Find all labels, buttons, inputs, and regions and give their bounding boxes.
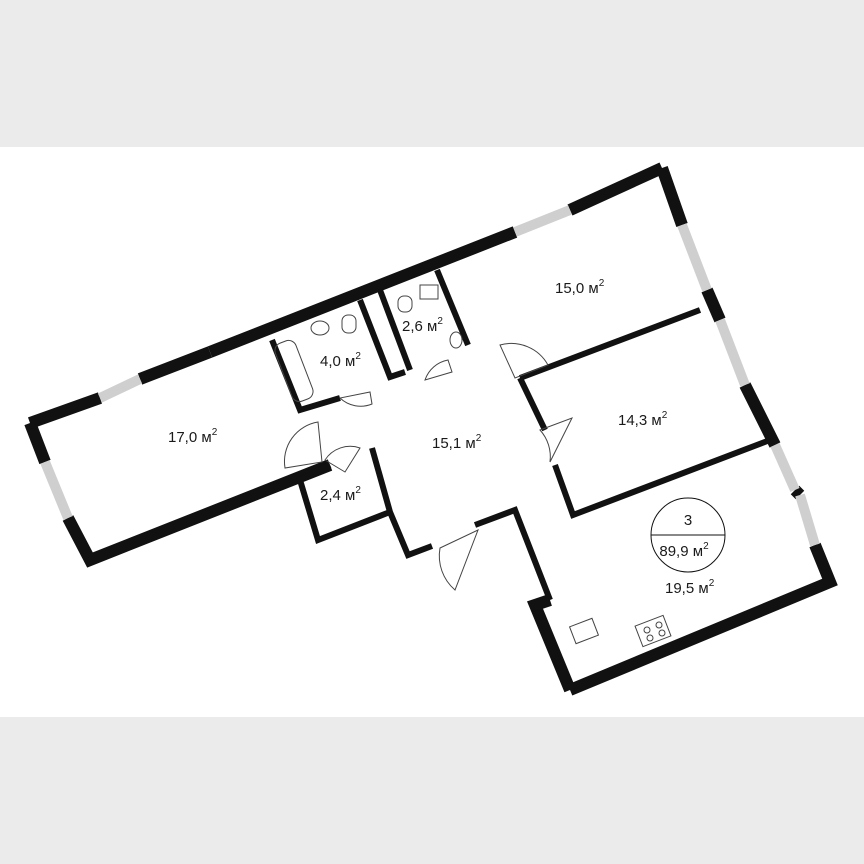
- wall-right-mid2: [739, 382, 781, 448]
- wall-top-mid-left: [137, 346, 213, 385]
- wall-left-lower: [62, 459, 333, 568]
- room-area-bedroom-top: 15,0 м2: [555, 278, 605, 297]
- wall-bedroom-mid-left: [517, 376, 548, 432]
- wc-sink-icon: [449, 331, 463, 349]
- window-right-3: [770, 442, 800, 493]
- wall-top-left: [27, 392, 103, 429]
- wall-top-long: [207, 226, 518, 358]
- wall-wc-left: [377, 288, 413, 372]
- stove-burner-icon: [655, 621, 663, 629]
- door-storage: [324, 445, 361, 473]
- door-wc: [424, 359, 453, 381]
- floor-plan: 17,0 м2 4,0 м2 2,6 м2 15,0 м2 15,1 м2 14…: [24, 162, 838, 696]
- wall-bath-right: [357, 298, 406, 381]
- wall-living-inner: [296, 462, 392, 544]
- wall-hall-bottom: [473, 506, 553, 602]
- doors: [283, 342, 574, 591]
- room-area-wc: 2,6 м2: [402, 316, 443, 335]
- stove-icon: [634, 614, 672, 648]
- window-top-right: [513, 205, 572, 237]
- interior-walls: [269, 268, 772, 671]
- wall-kitchen-left: [537, 609, 563, 671]
- wall-bedroom-mid-lower: [552, 437, 772, 519]
- wc-shelf-icon: [419, 284, 439, 300]
- room-area-bedroom-mid: 14,3 м2: [618, 410, 668, 429]
- rooms-count: 3: [684, 512, 692, 529]
- room-area-hall: 15,1 м2: [432, 433, 482, 452]
- window-right-1: [677, 223, 712, 292]
- room-area-storage: 2,4 м2: [320, 485, 361, 504]
- wall-top-right: [567, 162, 665, 216]
- wall-right-bottom: [567, 542, 838, 696]
- door-entrance: [438, 529, 479, 591]
- door-bedroom-top: [499, 342, 549, 379]
- window-right-2: [715, 318, 750, 387]
- exterior-walls: [24, 162, 838, 696]
- window-left: [40, 460, 73, 520]
- door-living: [283, 421, 323, 469]
- room-area-living-left: 17,0 м2: [168, 427, 218, 446]
- apartment-floor: [30, 170, 830, 690]
- room-area-bathroom: 4,0 м2: [320, 351, 361, 370]
- windows: [40, 205, 820, 547]
- floor-plan-panel: 17,0 м2 4,0 м2 2,6 м2 15,0 м2 15,1 м2 14…: [0, 147, 864, 717]
- wall-bedroom-top-bottom: [518, 307, 702, 381]
- room-labels: 17,0 м2 4,0 м2 2,6 м2 15,0 м2 15,1 м2 14…: [168, 278, 715, 597]
- kitchen-sink-icon: [568, 617, 600, 645]
- fixtures: [274, 284, 672, 648]
- wc-toilet-icon: [397, 295, 413, 313]
- wall-left: [24, 420, 51, 465]
- total-area: 89,9 м2: [659, 541, 709, 560]
- wall-right-mid: [701, 287, 726, 323]
- wall-storage-right: [369, 447, 434, 559]
- stove-burner-icon: [646, 634, 654, 642]
- sink-icon: [310, 320, 330, 336]
- wall-wc-right: [434, 268, 471, 347]
- door-bedroom-mid: [539, 417, 574, 463]
- room-area-kitchen: 19,5 м2: [665, 578, 715, 597]
- window-top-left: [97, 374, 143, 403]
- stove-burner-icon: [658, 629, 666, 637]
- wall-right-upper: [656, 166, 688, 227]
- apartment-badge: 3 89,9 м2: [650, 497, 726, 573]
- wall-bath-left: [269, 338, 341, 414]
- bathtub-icon: [274, 339, 314, 403]
- stove-burner-icon: [643, 626, 651, 634]
- wall-right-lower: [790, 485, 805, 500]
- door-bath: [338, 391, 373, 407]
- window-right-4: [795, 493, 820, 547]
- toilet-icon: [341, 314, 357, 334]
